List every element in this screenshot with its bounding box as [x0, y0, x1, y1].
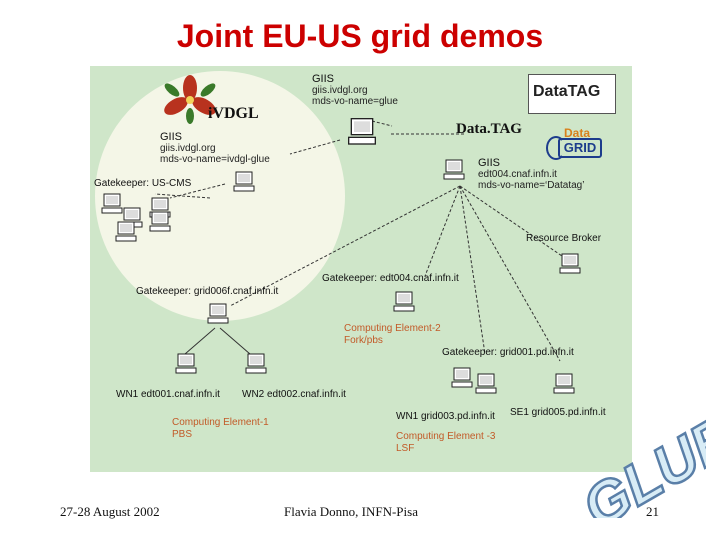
ivdgl-giis-host: giis.ivdgl.org: [160, 143, 216, 154]
ivdgl-giis-computer-icon: [233, 171, 255, 192]
ce3-gatekeeper-computer-icon: [451, 367, 473, 388]
ivdgl-giis-vo: mds-vo-name=ivdgl-glue: [160, 154, 270, 165]
datatag-title: Data.TAG: [456, 121, 522, 137]
top-giis-label: GIIS: [312, 73, 335, 85]
ivdgl-region: [95, 71, 345, 321]
ivdgl-title: iVDGL: [208, 105, 259, 122]
footer-date: 27-28 August 2002: [60, 504, 160, 519]
top-giis-vo: mds-vo-name=glue: [312, 96, 398, 107]
wn1-edt001-computer-icon: [175, 353, 197, 374]
datatag-giis-computer-icon: [443, 159, 465, 180]
gatekeeper-edt004-label: Gatekeeper: edt004.cnaf.infn.it: [322, 273, 459, 284]
glue-wordart: GLUE: [571, 402, 706, 518]
resource-broker-label: Resource Broker: [526, 233, 602, 244]
ce2-label: Computing Element-2: [344, 323, 441, 334]
ce1-gatekeeper-computer-icon: [207, 303, 229, 324]
ce2-type: Fork/pbs: [344, 335, 383, 346]
wn2-edt002-computer-icon: [245, 353, 267, 374]
ce2-gatekeeper-computer-icon: [393, 291, 415, 312]
gatekeeper-grid006f-label: Gatekeeper: grid006f.cnaf.infn.it: [136, 286, 279, 297]
footer-author: Flavia Donno, INFN-Pisa: [284, 504, 418, 519]
top-giis-computer-icon: [348, 118, 376, 145]
gatekeeper-us-cms-label: Gatekeeper: US-CMS: [94, 178, 192, 189]
ce3-type: LSF: [396, 443, 415, 454]
wn1-edt001-label: WN1 edt001.cnaf.infn.it: [116, 389, 220, 400]
se1-grid005-label: SE1 grid005.pd.infn.it: [510, 407, 606, 418]
ce1-type: PBS: [172, 429, 193, 440]
grid-diagram: iVDGL GIIS giis.ivdgl.org mds-vo-name=iv…: [90, 66, 632, 472]
ivdgl-flower-logo: [164, 75, 216, 124]
wn1-grid003-computer-icon: [475, 373, 497, 394]
datatag-giis-vo: mds-vo-name=‘Datatag’: [478, 180, 585, 191]
top-giis-host: giis.ivdgl.org: [312, 85, 368, 96]
se1-grid005-computer-icon: [553, 373, 575, 394]
datatag-giis-host: edt004.cnaf.infn.it: [478, 169, 557, 180]
slide-title: Joint EU-US grid demos: [176, 18, 544, 54]
datatag-giis-label: GIIS: [478, 157, 501, 169]
us-cms-computer-icon: [101, 193, 123, 214]
datagrid-logo: Data GRID: [546, 126, 624, 160]
us-cms-node-icon: [115, 221, 137, 242]
ivdgl-giis-label: GIIS: [160, 131, 183, 143]
ce3-label: Computing Element -3: [396, 431, 496, 442]
wn1-grid003-label: WN1 grid003.pd.infn.it: [396, 411, 495, 422]
ce1-label: Computing Element-1: [172, 417, 269, 428]
datatag-logo: DataTAG: [528, 74, 616, 114]
wn2-edt002-label: WN2 edt002.cnaf.infn.it: [242, 389, 346, 400]
svg-text:GLUE: GLUE: [572, 403, 706, 518]
gatekeeper-grid001-label: Gatekeeper: grid001.pd.infn.it: [442, 347, 574, 358]
us-cms-node-icon: [149, 211, 171, 232]
page-number: 21: [646, 504, 659, 519]
resource-broker-computer-icon: [559, 253, 581, 274]
